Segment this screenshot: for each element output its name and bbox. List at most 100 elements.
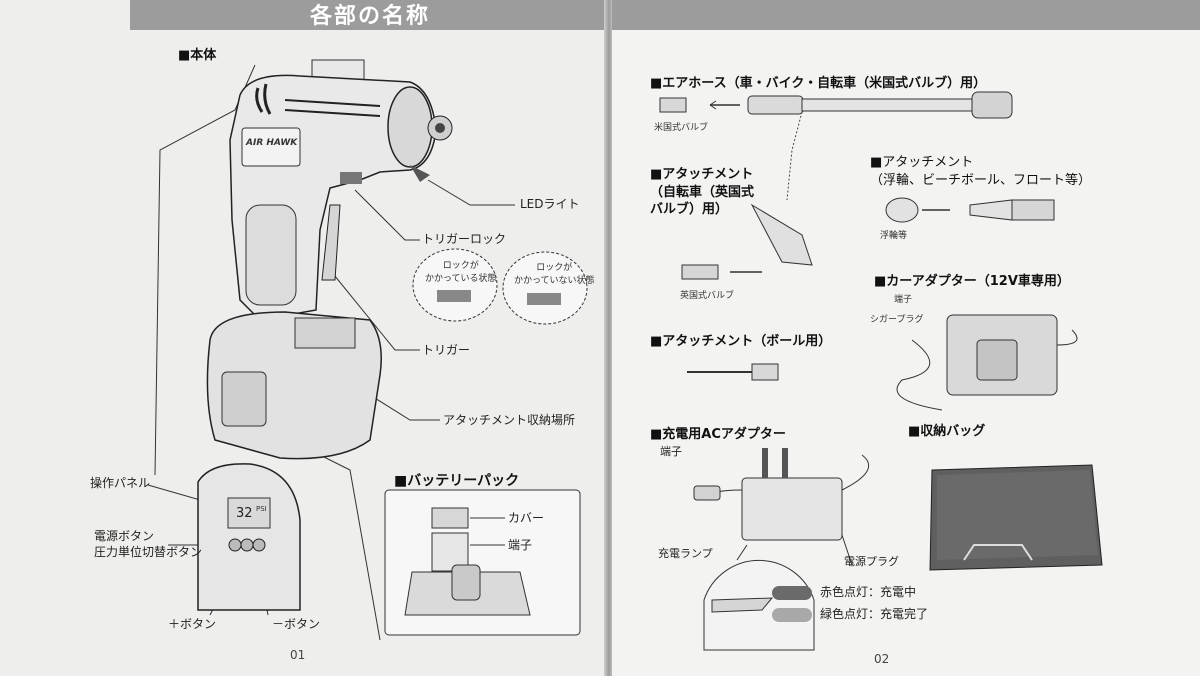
display-screen	[227, 497, 271, 529]
section-att-ball-heading: ■アタッチメント（ボール用）	[650, 334, 832, 349]
power-button-shape	[240, 538, 254, 552]
header-band-right	[612, 0, 1200, 30]
label-trigger: トリガー	[422, 343, 471, 357]
attachment-storage	[294, 317, 356, 349]
lock-bubble-locked	[412, 248, 498, 322]
car-cable	[896, 339, 943, 411]
manual-page-left: 各部の名称 ■本体	[0, 0, 608, 676]
leader-line	[354, 189, 420, 241]
battery-grip	[221, 371, 267, 427]
page-title: 各部の名称	[310, 4, 431, 29]
hose-tube	[801, 98, 973, 112]
front-cylinder	[387, 86, 433, 168]
float-valve	[885, 197, 919, 223]
label-battery-terminal: 端子	[508, 538, 533, 552]
section-hose-heading: ■エアホース（車・バイク・自転車（米国式バルブ）用）	[650, 76, 987, 91]
section-battery-heading: ■バッテリーパック	[394, 473, 520, 489]
led-light	[410, 165, 430, 182]
book-spine	[604, 0, 614, 676]
car-cable-2	[1056, 329, 1078, 346]
charge-lamp-detail	[711, 597, 774, 613]
battery-cover	[431, 507, 469, 529]
ac-plug-label: 電源プラグ	[844, 555, 899, 568]
label-led: LEDライト	[520, 197, 580, 211]
leader-line	[369, 394, 440, 421]
status-swatch	[772, 608, 812, 622]
car-adapter-grip	[976, 339, 1018, 381]
lock-locked-caption: ロックが かかっている状態	[425, 261, 497, 284]
section-ac-heading: ■充電用ACアダプター	[650, 427, 786, 442]
lock-switch-unlocked	[527, 293, 561, 305]
section-bag-heading: ■収納バッグ	[908, 424, 986, 439]
status-text: 緑色点灯：充電完了	[820, 607, 929, 622]
us-valve-caption: 米国式バルブ	[654, 123, 709, 133]
hose-end	[971, 91, 1013, 119]
label-minus-button: －ボタン	[272, 617, 321, 631]
accessories-illustration	[659, 91, 1103, 651]
bike-clip	[750, 203, 813, 266]
ball-needle-base	[751, 363, 779, 381]
label-battery-cover: カバー	[508, 511, 545, 525]
trigger-lock	[340, 172, 362, 184]
us-valve	[659, 97, 687, 113]
ac-prong	[762, 448, 768, 478]
car-terminal-label: 端子	[894, 295, 913, 305]
storage-bag-lid	[937, 470, 1098, 560]
leader-line	[470, 517, 505, 546]
ac-adapter-body	[741, 477, 843, 541]
status-swatch	[772, 586, 812, 600]
display-unit: PSI	[256, 505, 267, 513]
lock-unlocked-caption: ロックが かかっていない状態	[514, 263, 595, 286]
pump-illustration	[147, 59, 588, 641]
status-complete: 緑色点灯：充電完了	[772, 607, 929, 622]
vent-slots	[255, 83, 272, 115]
bag-handle	[963, 544, 1033, 561]
section-att-float-heading: ■アタッチメント （浮輪、ビーチボール、フロート等）	[870, 155, 1092, 188]
grip-pad	[245, 204, 297, 306]
uk-valve-caption: 英国式バルブ	[680, 291, 735, 301]
section-car-adapter-heading: ■カーアダプター（12V車専用）	[874, 274, 1070, 289]
minus-button-shape	[252, 538, 266, 552]
label-unit-button: 圧力単位切替ボタン	[94, 545, 203, 559]
status-text: 赤色点灯：充電中	[820, 585, 917, 600]
label-attachment-storage: アタッチメント収納場所	[443, 413, 576, 427]
charge-status-list: 赤色点灯：充電中 緑色点灯：充電完了	[772, 585, 929, 622]
chain	[786, 111, 803, 201]
section-att-bike-heading: ■アタッチメント （自転車（英国式 バルブ）用）	[650, 167, 755, 218]
header-band: 各部の名称	[130, 0, 608, 30]
ac-terminal-label: 端子	[660, 445, 682, 458]
manual-page-right: ■エアホース（車・バイク・自転車（米国式バルブ）用） 米国式バルブ ■アタッチメ…	[612, 0, 1200, 676]
lock-bubble-unlocked	[502, 251, 588, 325]
lock-switch-locked	[437, 290, 471, 302]
leader-line	[329, 269, 420, 351]
car-cigar-label: シガープラグ	[870, 315, 924, 325]
page-number-left: 01	[290, 648, 306, 662]
label-control-panel: 操作パネル	[90, 476, 151, 490]
nozzle-hole	[435, 123, 445, 133]
leader-line	[319, 454, 381, 641]
logo-plate	[241, 127, 301, 167]
float-caption: 浮輪等	[880, 231, 908, 241]
page-number-right: 02	[874, 652, 890, 666]
uk-valve	[681, 264, 719, 280]
float-nozzle	[969, 199, 1013, 221]
label-plus-button: ＋ボタン	[168, 617, 217, 631]
float-nozzle-base	[1011, 199, 1055, 221]
battery-grip-2	[451, 564, 481, 601]
leader-line	[736, 534, 853, 566]
trigger	[321, 204, 341, 281]
brand-logo: AIR HAWK	[246, 138, 298, 148]
status-charging: 赤色点灯：充電中	[772, 585, 928, 600]
leader-line	[427, 179, 515, 206]
hose-lines	[284, 99, 381, 117]
ac-prong	[782, 448, 788, 478]
ac-terminal	[693, 485, 721, 501]
plus-button-shape	[228, 538, 242, 552]
label-power-button: 電源ボタン	[94, 529, 155, 543]
section-body-heading: ■本体	[178, 48, 217, 63]
control-panel-closeup	[197, 463, 301, 611]
label-trigger-lock: トリガーロック	[422, 232, 507, 246]
hose-connector	[747, 95, 804, 115]
ac-lamp-label: 充電ランプ	[658, 547, 713, 560]
display-value: 32	[236, 506, 253, 521]
